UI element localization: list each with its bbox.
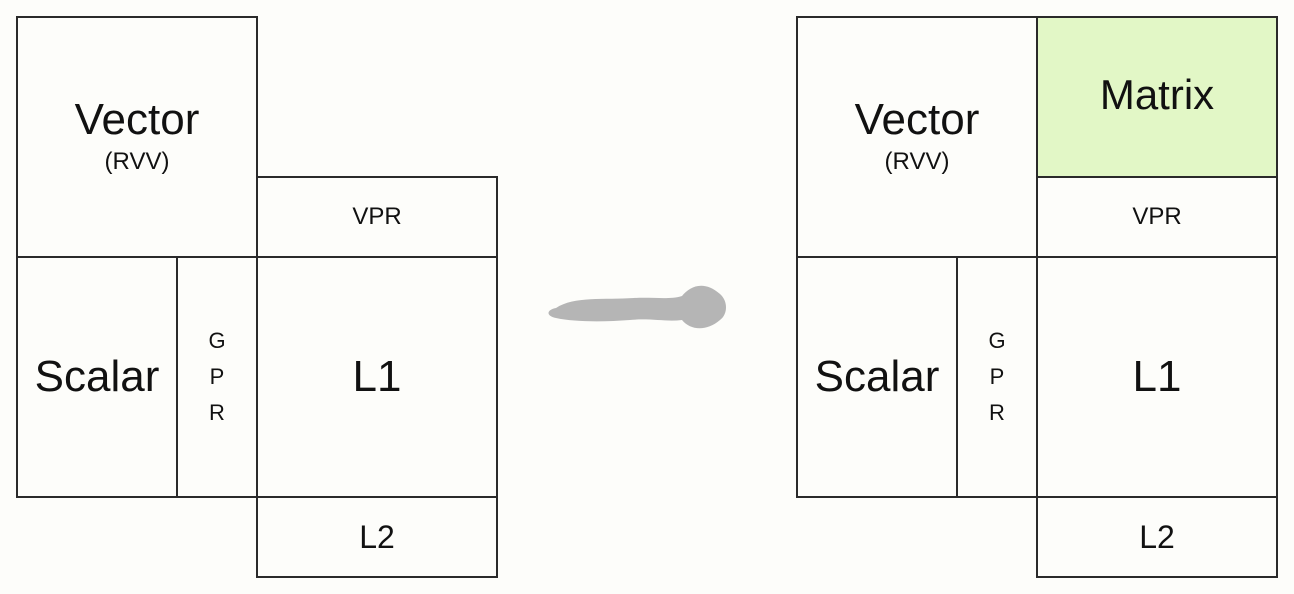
scalar-label: Scalar bbox=[34, 352, 160, 401]
vector-sublabel: (RVV) bbox=[884, 148, 950, 175]
vector-label: Vector bbox=[74, 95, 200, 144]
right-arrow-icon bbox=[548, 285, 726, 329]
vpr-box: VPR bbox=[1036, 176, 1278, 258]
matrix-label: Matrix bbox=[1099, 71, 1215, 118]
l1-cache-box: L1 bbox=[256, 256, 498, 498]
l1-label: L1 bbox=[1132, 352, 1182, 401]
l2-label: L2 bbox=[359, 518, 395, 555]
vpr-box: VPR bbox=[256, 176, 498, 258]
gpr-letter: P bbox=[209, 364, 225, 389]
gpr-box: G P R bbox=[176, 256, 258, 498]
l2-cache-box: L2 bbox=[256, 496, 498, 578]
vector-unit-box: Vector (RVV) bbox=[16, 16, 258, 258]
arrow-shape bbox=[548, 285, 726, 329]
diagram-before: Vector (RVV) VPR Scalar G P R L1 L2 bbox=[0, 0, 498, 594]
gpr-letter: R bbox=[209, 400, 225, 425]
diagram-after: Vector (RVV) Matrix VPR Scalar G P R L1 … bbox=[780, 0, 1278, 594]
scalar-unit-box: Scalar bbox=[796, 256, 958, 498]
l2-label: L2 bbox=[1139, 518, 1175, 555]
vector-unit-box: Vector (RVV) bbox=[796, 16, 1038, 258]
l1-cache-box: L1 bbox=[1036, 256, 1278, 498]
matrix-unit-box: Matrix bbox=[1036, 16, 1278, 178]
l1-label: L1 bbox=[352, 352, 402, 401]
l2-cache-box: L2 bbox=[1036, 496, 1278, 578]
scalar-unit-box: Scalar bbox=[16, 256, 178, 498]
vpr-label: VPR bbox=[352, 203, 402, 230]
scalar-label: Scalar bbox=[814, 352, 940, 401]
vpr-label: VPR bbox=[1132, 203, 1182, 230]
gpr-letter: G bbox=[988, 328, 1006, 353]
gpr-letter: R bbox=[989, 400, 1005, 425]
vector-sublabel: (RVV) bbox=[104, 148, 170, 175]
vector-label: Vector bbox=[854, 95, 980, 144]
gpr-letter: G bbox=[208, 328, 226, 353]
gpr-letter: P bbox=[989, 364, 1005, 389]
gpr-box: G P R bbox=[956, 256, 1038, 498]
